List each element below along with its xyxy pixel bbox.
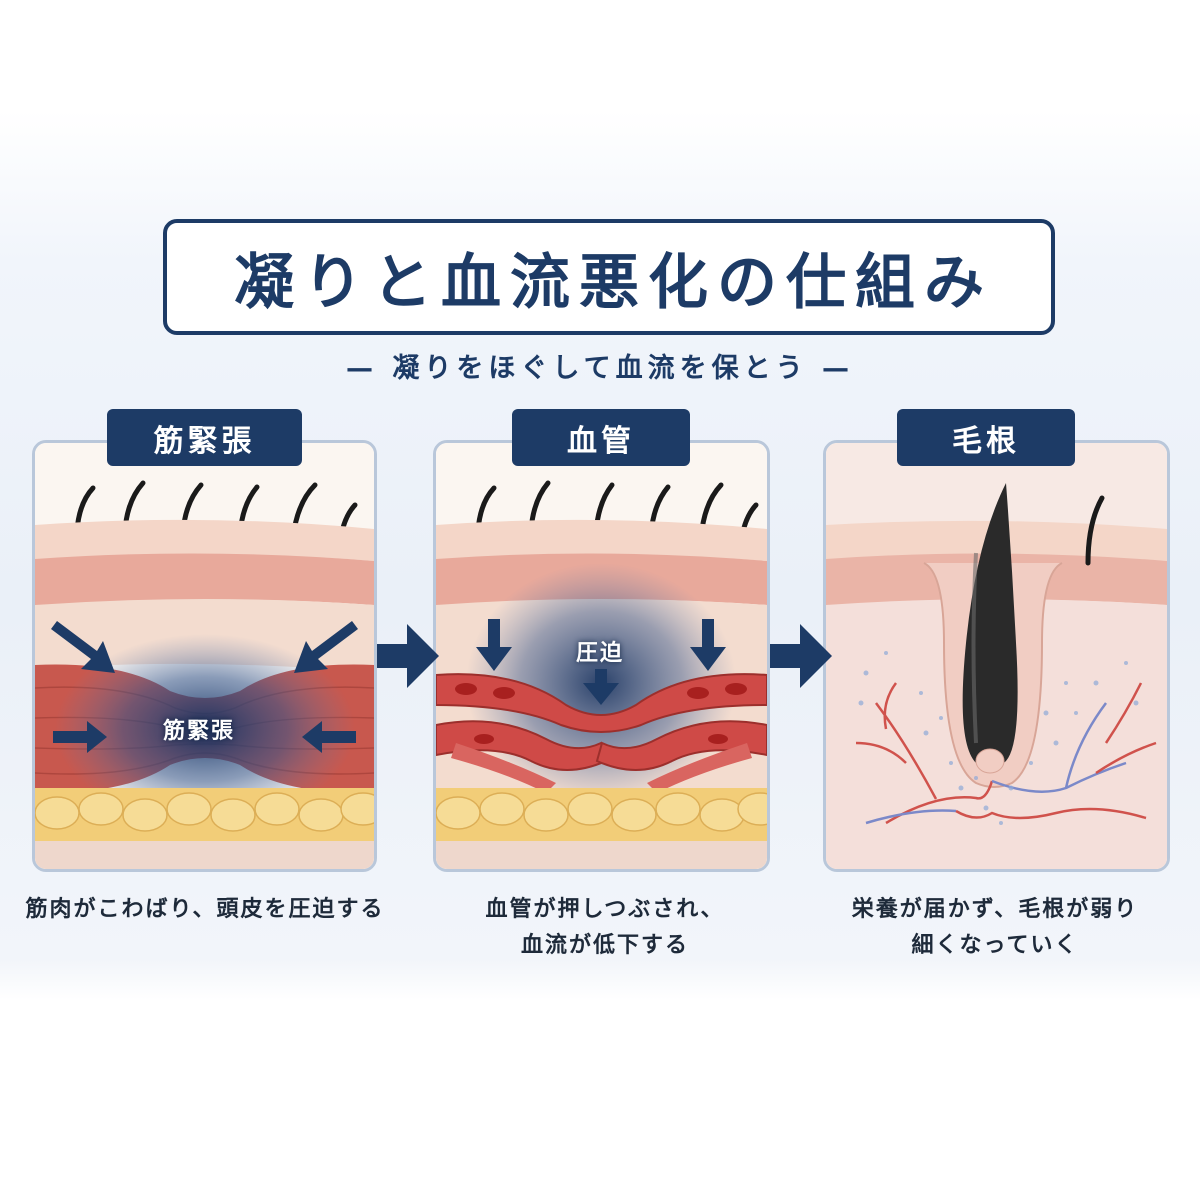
hair-shaft (962, 483, 1018, 769)
hair-root-illustration (826, 443, 1167, 869)
caption-line: 栄養が届かず、毛根が弱り (851, 897, 1139, 922)
muscle-tension-inner-label: 筋緊張 (163, 719, 236, 744)
compressed-vessels (436, 673, 767, 793)
weak-capillaries (855, 682, 1157, 825)
panel-muscle-tension: 筋緊張 (32, 440, 377, 872)
subtitle: — 凝りをほぐして血流を保とう — (346, 353, 854, 384)
page-title: 凝りと血流悪化の仕組み (234, 247, 993, 318)
epidermis-layer (436, 519, 767, 561)
caption-blood-vessel: 血管が押しつぶされ、 血流が低下する (420, 892, 790, 964)
title-frame: 凝りと血流悪化の仕組み (163, 219, 1055, 335)
flow-arrow-2 (770, 624, 832, 688)
tab-muscle-tension: 筋緊張 (107, 409, 302, 466)
compression-arrows (51, 621, 358, 753)
compression-inner-label: 圧迫 (576, 641, 625, 666)
pressure-arrows (476, 619, 726, 705)
muscle-tension-illustration (35, 443, 374, 869)
caption-line: 筋肉がこわばり、頭皮を圧迫する (25, 897, 385, 922)
epidermis-layer (35, 519, 374, 561)
flow-arrow-1 (377, 624, 439, 688)
tab-blood-vessel: 血管 (512, 409, 690, 466)
panel-hair-root (823, 440, 1170, 872)
nutrient-dots (858, 651, 1139, 825)
caption-line: 血流が低下する (520, 933, 689, 958)
panel-blood-vessel: 圧迫 (433, 440, 770, 872)
caption-line: 血管が押しつぶされ、 (485, 897, 725, 922)
caption-line: 細くなっていく (911, 933, 1079, 958)
caption-muscle-tension: 筋肉がこわばり、頭皮を圧迫する (20, 892, 390, 928)
caption-hair-root: 栄養が届かず、毛根が弱り 細くなっていく (805, 892, 1185, 964)
blood-vessel-illustration (436, 443, 767, 869)
dermis-layer (35, 553, 374, 607)
tension-glow (55, 634, 355, 824)
tab-hair-root: 毛根 (897, 409, 1075, 466)
